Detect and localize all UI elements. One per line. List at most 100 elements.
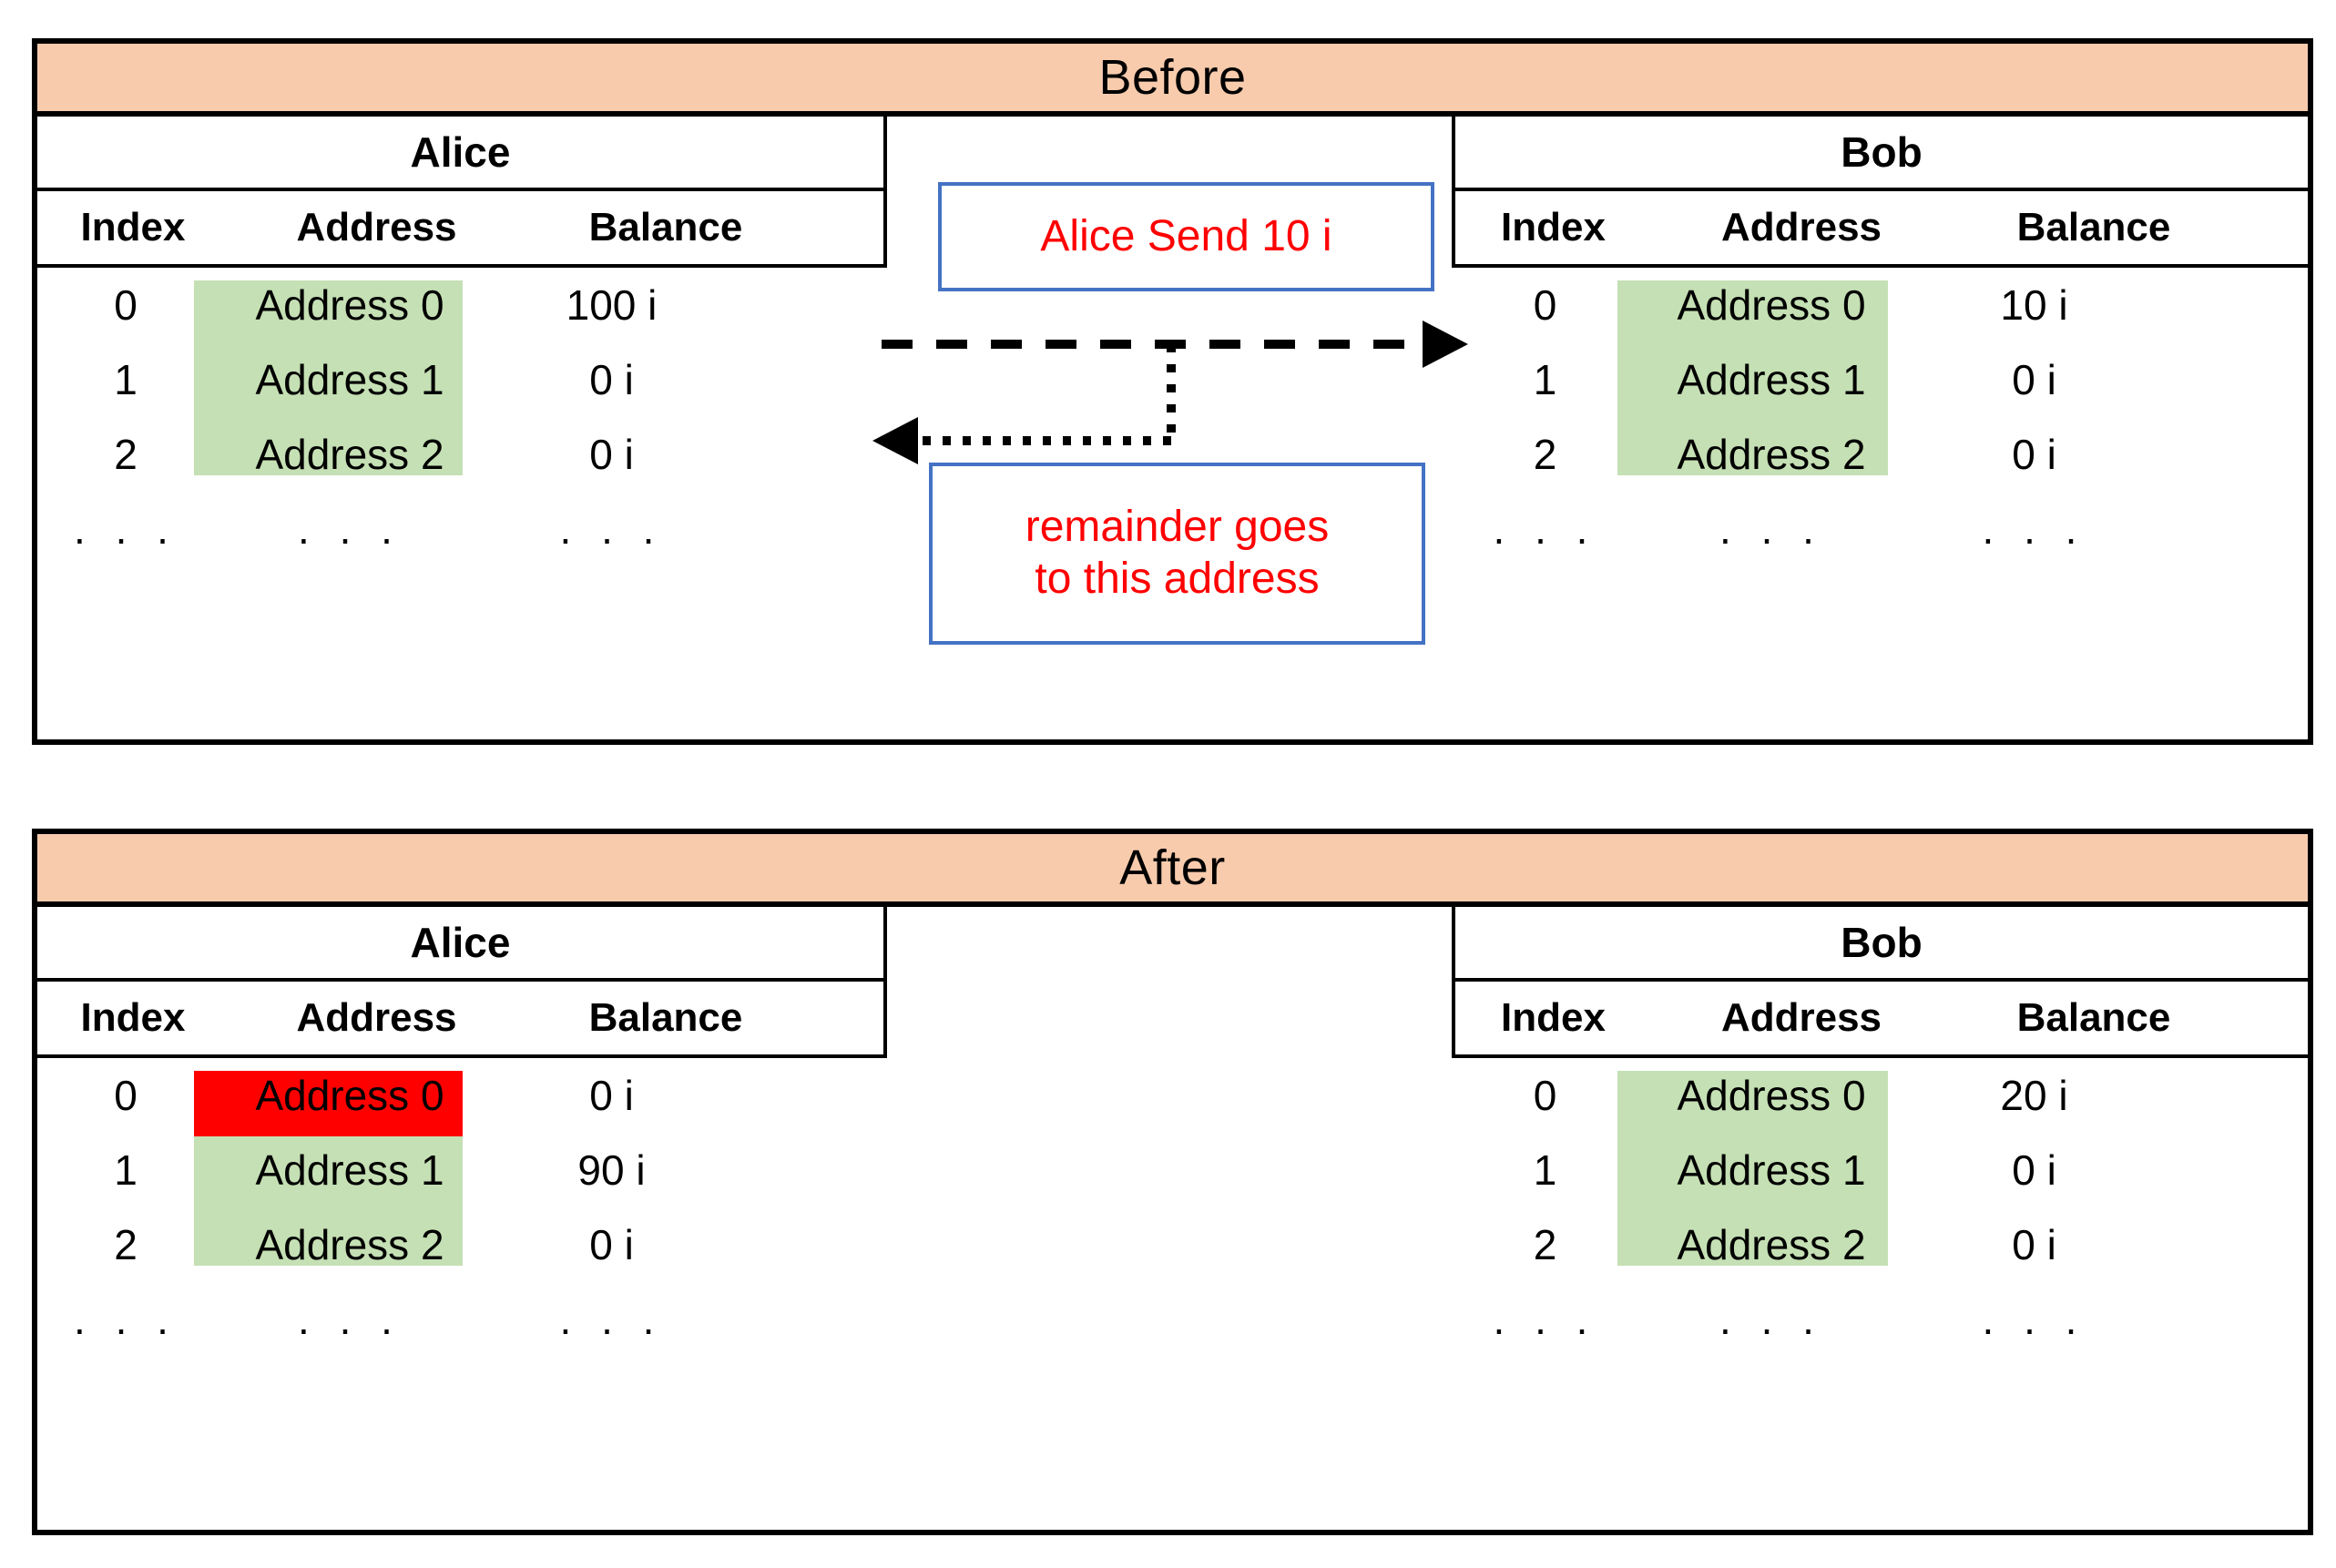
cell-balance: 90 i <box>577 1146 646 1194</box>
cell-balance: 10 i <box>2000 281 2068 329</box>
after-alice-address-highlight <box>194 1136 463 1266</box>
col-header-index: Index <box>1501 995 1606 1040</box>
col-header-balance: Balance <box>2016 205 2171 249</box>
ellipsis-balance: . . . <box>1982 505 2086 553</box>
cell-address: Address 1 <box>255 356 444 403</box>
before-alice-rows: 0 Address 0 100 i 1 Address 1 0 i 2 Addr… <box>34 268 887 566</box>
after-bob-name: Bob <box>1841 919 1923 966</box>
table-row: 0 Address 0 0 i <box>34 1058 887 1133</box>
table-row: 1 Address 1 90 i <box>34 1133 887 1207</box>
after-bob-name-cell: Bob <box>1452 907 2311 982</box>
table-row: 2 Address 2 0 i <box>34 417 887 492</box>
table-row: 1 Address 1 0 i <box>34 342 887 417</box>
callout-alice-send-text: Alice Send 10 i <box>1040 211 1332 260</box>
table-row-ellipsis: . . . . . . . . . <box>34 492 887 566</box>
cell-balance: 0 i <box>2012 356 2056 403</box>
cell-address: Address 0 <box>1677 281 1866 329</box>
before-alice-table: Alice Index Address Balance 0 Address 0 … <box>34 117 887 566</box>
col-header-balance: Balance <box>588 205 743 249</box>
after-bob-address-highlight <box>1617 1071 1888 1266</box>
cell-balance: 0 i <box>2012 1221 2056 1268</box>
ellipsis-index: . . . <box>74 505 178 553</box>
col-header-index: Index <box>1501 205 1606 249</box>
col-header-address: Address <box>1720 205 1882 249</box>
table-row-ellipsis: . . . . . . . . . <box>1452 1282 2311 1357</box>
cell-index: 2 <box>1533 1221 1557 1268</box>
cell-index: 0 <box>1533 1072 1557 1119</box>
before-alice-name-cell: Alice <box>34 117 887 191</box>
col-header-balance: Balance <box>2016 995 2171 1040</box>
cell-index: 2 <box>114 1221 138 1268</box>
callout-alice-send: Alice Send 10 i <box>938 182 1434 291</box>
cell-balance: 0 i <box>589 431 634 478</box>
col-header-address: Address <box>296 205 457 249</box>
col-header-balance: Balance <box>588 995 743 1040</box>
table-row-ellipsis: . . . . . . . . . <box>1452 492 2311 566</box>
before-alice-address-highlight <box>194 280 463 475</box>
table-row: 0 Address 0 100 i <box>34 268 887 342</box>
cell-address: Address 2 <box>255 1221 444 1268</box>
table-row: 1 Address 1 0 i <box>1452 342 2311 417</box>
cell-address: Address 2 <box>255 431 444 478</box>
cell-index: 0 <box>114 281 138 329</box>
after-title-band: After <box>37 834 2308 907</box>
before-bob-address-highlight <box>1617 280 1888 475</box>
after-alice-name-cell: Alice <box>34 907 887 982</box>
cell-address: Address 0 <box>255 1072 444 1119</box>
cell-address: Address 1 <box>1677 1146 1866 1194</box>
cell-balance: 0 i <box>589 1072 634 1119</box>
table-row: 0 Address 0 10 i <box>1452 268 2311 342</box>
before-title: Before <box>1098 50 1247 105</box>
cell-index: 2 <box>114 431 138 478</box>
before-title-band: Before <box>37 44 2308 117</box>
ellipsis-address: . . . <box>298 1296 402 1343</box>
callout-remainder-line2: to this address <box>1035 555 1320 603</box>
cell-address: Address 2 <box>1677 1221 1866 1268</box>
after-bob-table: Bob Index Address Balance 0 Address 0 20… <box>1452 907 2311 1357</box>
before-alice-name: Alice <box>410 128 511 176</box>
table-row: 0 Address 0 20 i <box>1452 1058 2311 1133</box>
before-alice-header-row: Index Address Balance <box>34 191 887 268</box>
cell-index: 0 <box>1533 281 1557 329</box>
ellipsis-address: . . . <box>1719 505 1823 553</box>
cell-index: 2 <box>1533 431 1557 478</box>
after-alice-name: Alice <box>410 919 511 966</box>
cell-balance: 0 i <box>2012 1146 2056 1194</box>
after-title: After <box>1119 840 1226 895</box>
ellipsis-balance: . . . <box>559 505 664 553</box>
before-bob-name-cell: Bob <box>1452 117 2311 191</box>
before-bob-name: Bob <box>1841 128 1923 176</box>
table-row: 2 Address 2 0 i <box>34 1207 887 1282</box>
after-alice-header-row: Index Address Balance <box>34 982 887 1058</box>
cell-address: Address 1 <box>255 1146 444 1194</box>
cell-balance: 100 i <box>566 281 658 329</box>
before-bob-header-row: Index Address Balance <box>1452 191 2311 268</box>
callout-remainder-line1: remainder goes <box>1025 503 1330 552</box>
cell-address: Address 1 <box>1677 356 1866 403</box>
after-alice-rows: 0 Address 0 0 i 1 Address 1 90 i 2 Addre… <box>34 1058 887 1357</box>
cell-address: Address 0 <box>1677 1072 1866 1119</box>
cell-balance: 0 i <box>589 1221 634 1268</box>
cell-index: 1 <box>114 356 138 403</box>
table-row-ellipsis: . . . . . . . . . <box>34 1282 887 1357</box>
table-row: 2 Address 2 0 i <box>1452 417 2311 492</box>
after-alice-table: Alice Index Address Balance 0 Address 0 … <box>34 907 887 1357</box>
cell-index: 0 <box>114 1072 138 1119</box>
cell-address: Address 2 <box>1677 431 1866 478</box>
table-row: 1 Address 1 0 i <box>1452 1133 2311 1207</box>
cell-balance: 20 i <box>2000 1072 2068 1119</box>
ellipsis-index: . . . <box>74 1296 178 1343</box>
ellipsis-balance: . . . <box>1982 1296 2086 1343</box>
cell-index: 1 <box>1533 356 1557 403</box>
cell-address: Address 0 <box>255 281 444 329</box>
cell-index: 1 <box>1533 1146 1557 1194</box>
cell-balance: 0 i <box>589 356 634 403</box>
ellipsis-index: . . . <box>1493 1296 1597 1343</box>
callout-remainder: remainder goes to this address <box>929 463 1425 645</box>
after-panel: After Alice Index Address Balance 0 Addr… <box>32 829 2313 1535</box>
cell-index: 1 <box>114 1146 138 1194</box>
before-bob-rows: 0 Address 0 10 i 1 Address 1 0 i 2 Addre… <box>1452 268 2311 566</box>
col-header-address: Address <box>1720 995 1882 1040</box>
after-alice-address0-highlight <box>194 1071 463 1136</box>
